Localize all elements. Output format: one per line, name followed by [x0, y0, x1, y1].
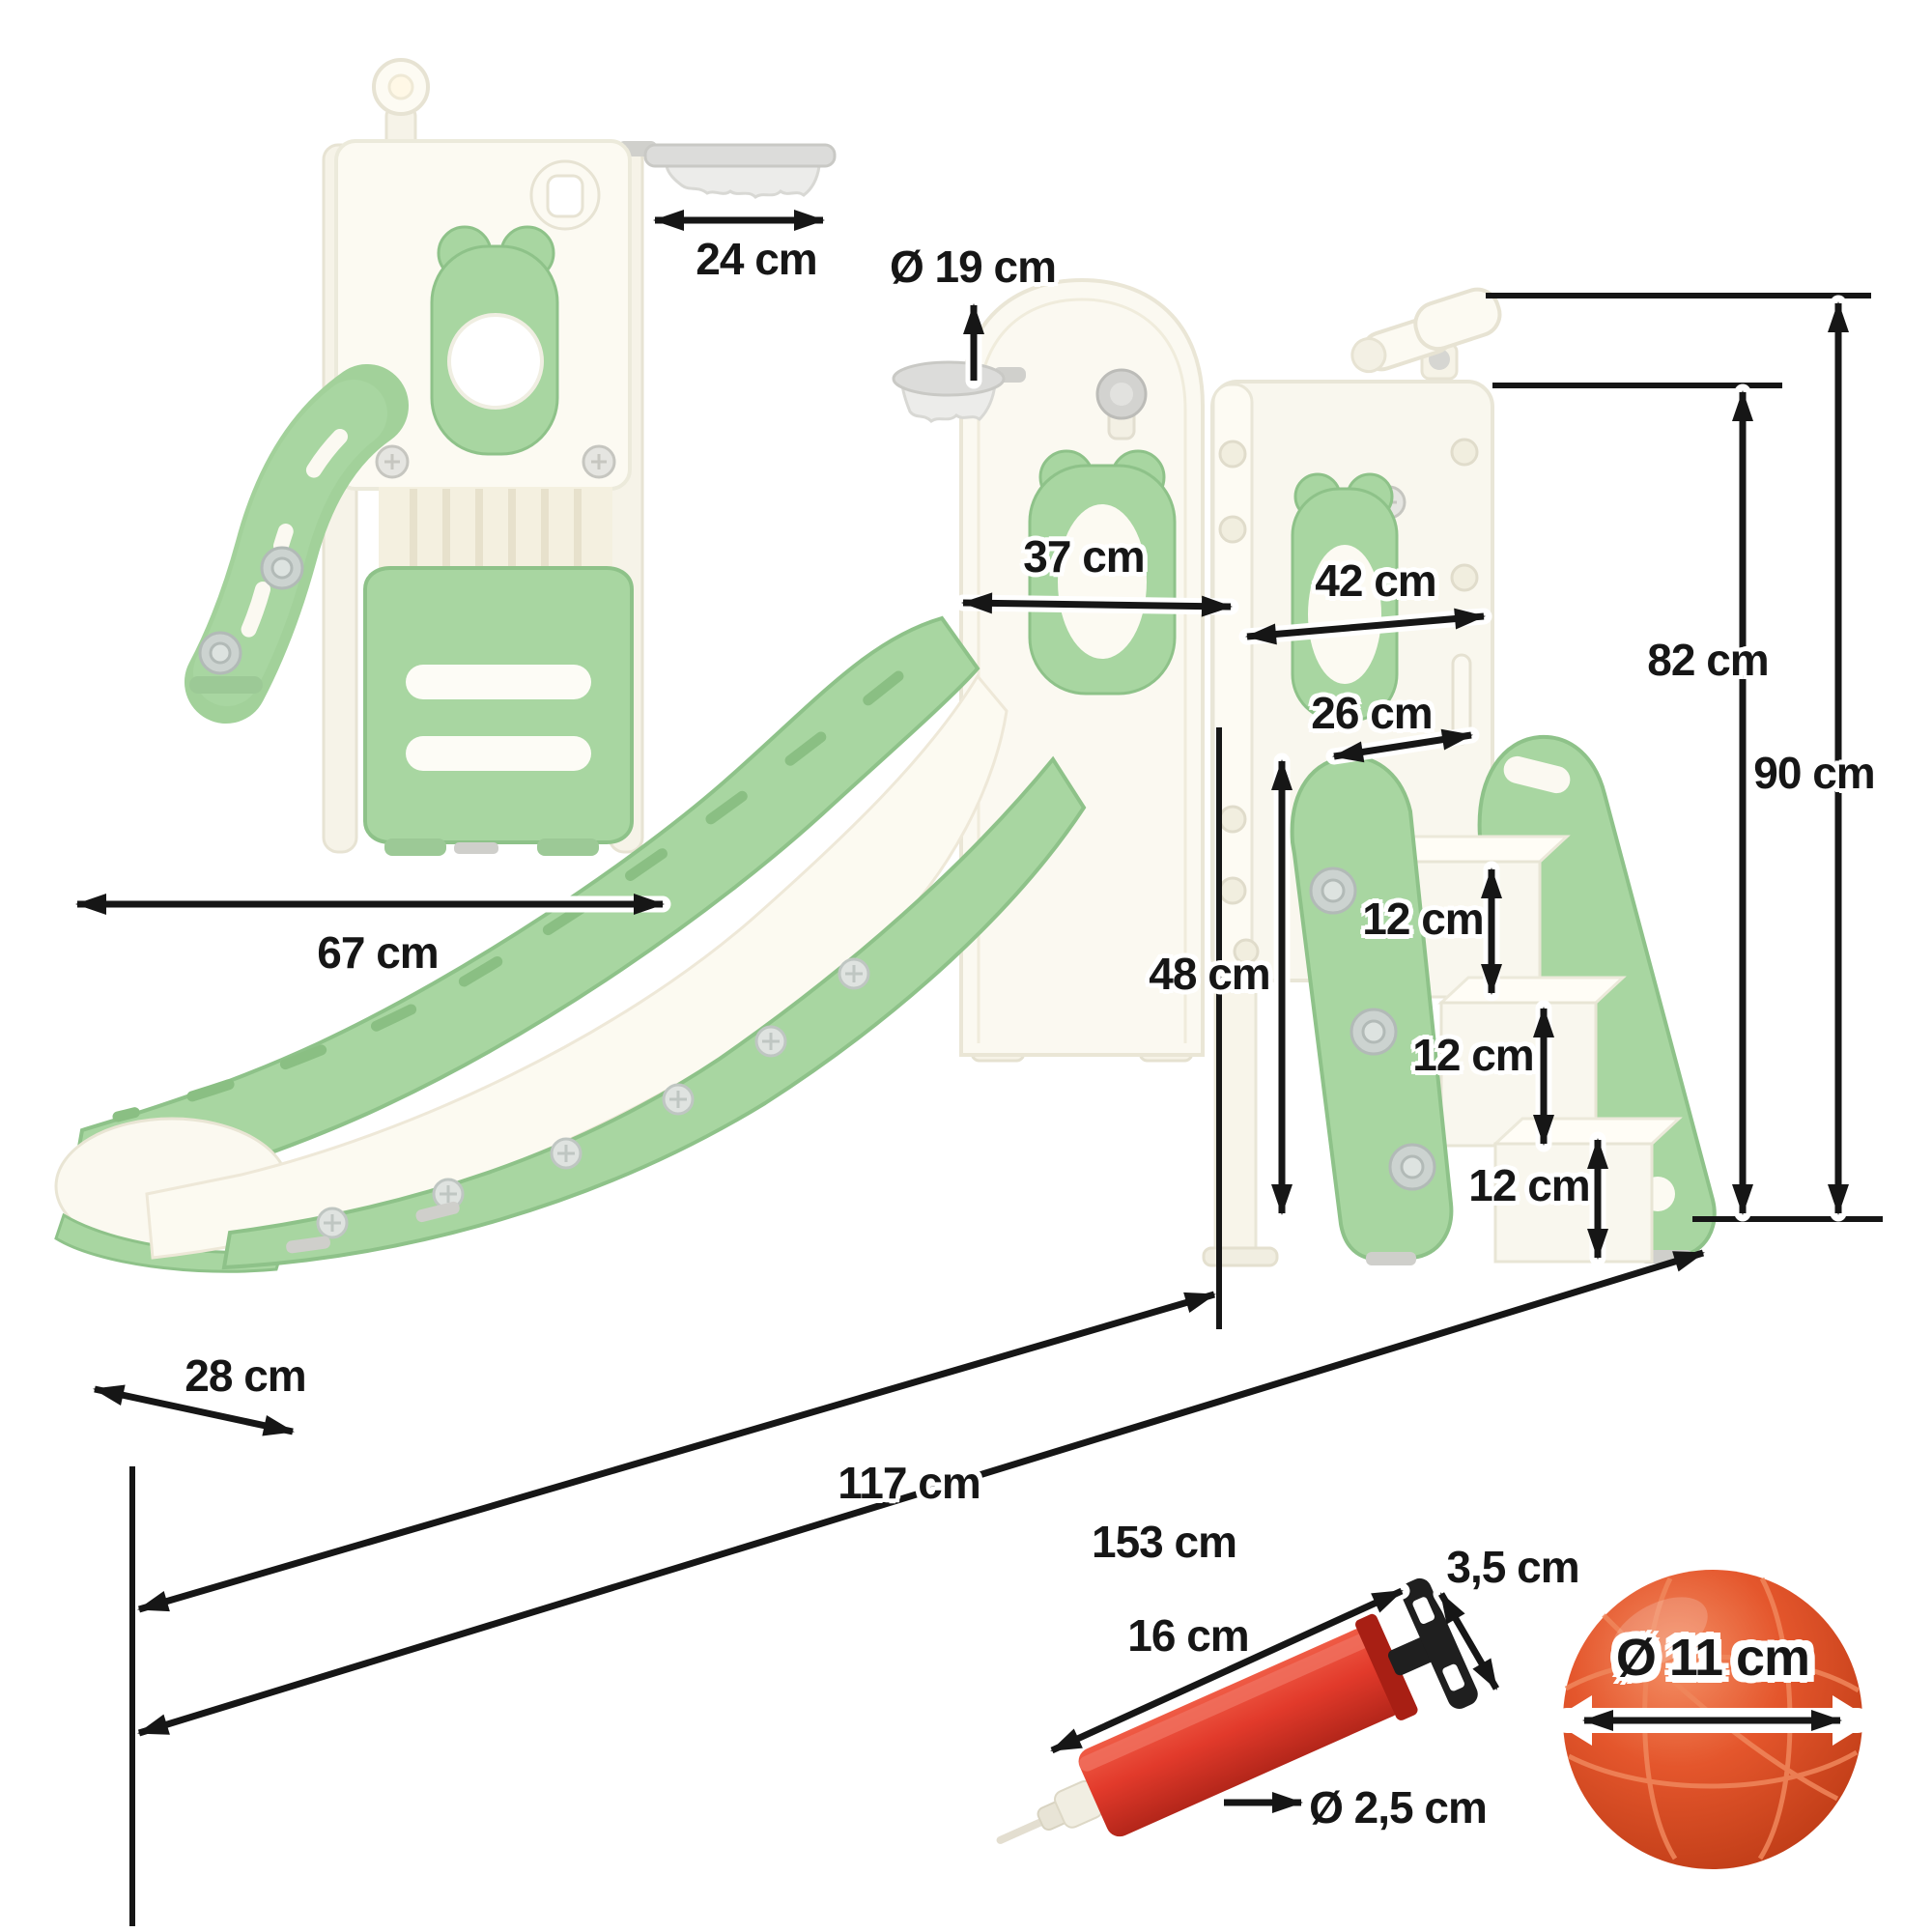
dim-label-tower2-width: 42 cm: [1315, 555, 1436, 606]
arrow-ball-diameter: [1551, 1695, 1873, 1746]
dim-label-total-height: 90 cm: [1753, 748, 1875, 798]
extension-lines: [129, 293, 1883, 1926]
arrow-total-length: [137, 1249, 1705, 1737]
rear-view-playset: [185, 58, 837, 856]
dim-label-pump-handle-width: 3,5 cm: [1446, 1542, 1579, 1592]
arrow-tower1-width: [954, 592, 1239, 617]
dim-label-hoop-diameter: Ø 19 cm: [890, 242, 1057, 292]
rear-ladder: [185, 364, 409, 724]
rear-window-detail: [529, 159, 601, 231]
slide-screws: [316, 957, 870, 1239]
dim-label-total-length: 153 cm: [1091, 1517, 1237, 1567]
dimension-arrows: [69, 210, 1873, 1813]
dim-label-rear-total-width: 67 cm: [317, 927, 439, 978]
pump-needle: [996, 1816, 1049, 1844]
arrow-step-depth: [1325, 726, 1480, 765]
arrow-pump-handle-width: [1433, 1585, 1505, 1697]
rear-screws: [375, 444, 616, 479]
tower2-panel: [1202, 380, 1494, 1267]
dim-label-pump-length: 16 cm: [1127, 1610, 1249, 1661]
rear-green-base: [363, 566, 634, 856]
dim-label-tower-height: 82 cm: [1647, 635, 1769, 685]
dim-label-step-depth: 26 cm: [1311, 688, 1433, 738]
dim-label-slide-length: 117 cm: [838, 1458, 980, 1508]
dim-label-step2-height: 12 cm: [1412, 1030, 1534, 1080]
dim-label-pump-nozzle-diameter: Ø 2,5 cm: [1309, 1782, 1488, 1833]
tower1-arch: [959, 277, 1205, 1057]
step-3: [1493, 1142, 1654, 1264]
rear-bunny-plaque: [430, 225, 559, 456]
rear-basketball-hoop: [618, 141, 837, 199]
telescope-icon: [1350, 287, 1502, 381]
dim-label-platform-height: 48 cm: [1149, 949, 1270, 999]
dim-label-hoop-basket-width: 24 cm: [696, 234, 817, 284]
main-view-playset: [54, 277, 1717, 1273]
arrow-tower2-width: [1238, 608, 1492, 645]
dim-label-ball-diameter: Ø 11 cm: [1615, 1629, 1810, 1687]
dim-label-slide-width: 28 cm: [185, 1350, 306, 1401]
dim-label-tower1-width: 37 cm: [1023, 531, 1145, 582]
arrow-pump-length: [1043, 1582, 1410, 1759]
dim-label-step3-height: 12 cm: [1468, 1160, 1590, 1210]
dim-label-step1-height: 12 cm: [1362, 894, 1484, 944]
ring-toy-icon: [372, 58, 430, 153]
